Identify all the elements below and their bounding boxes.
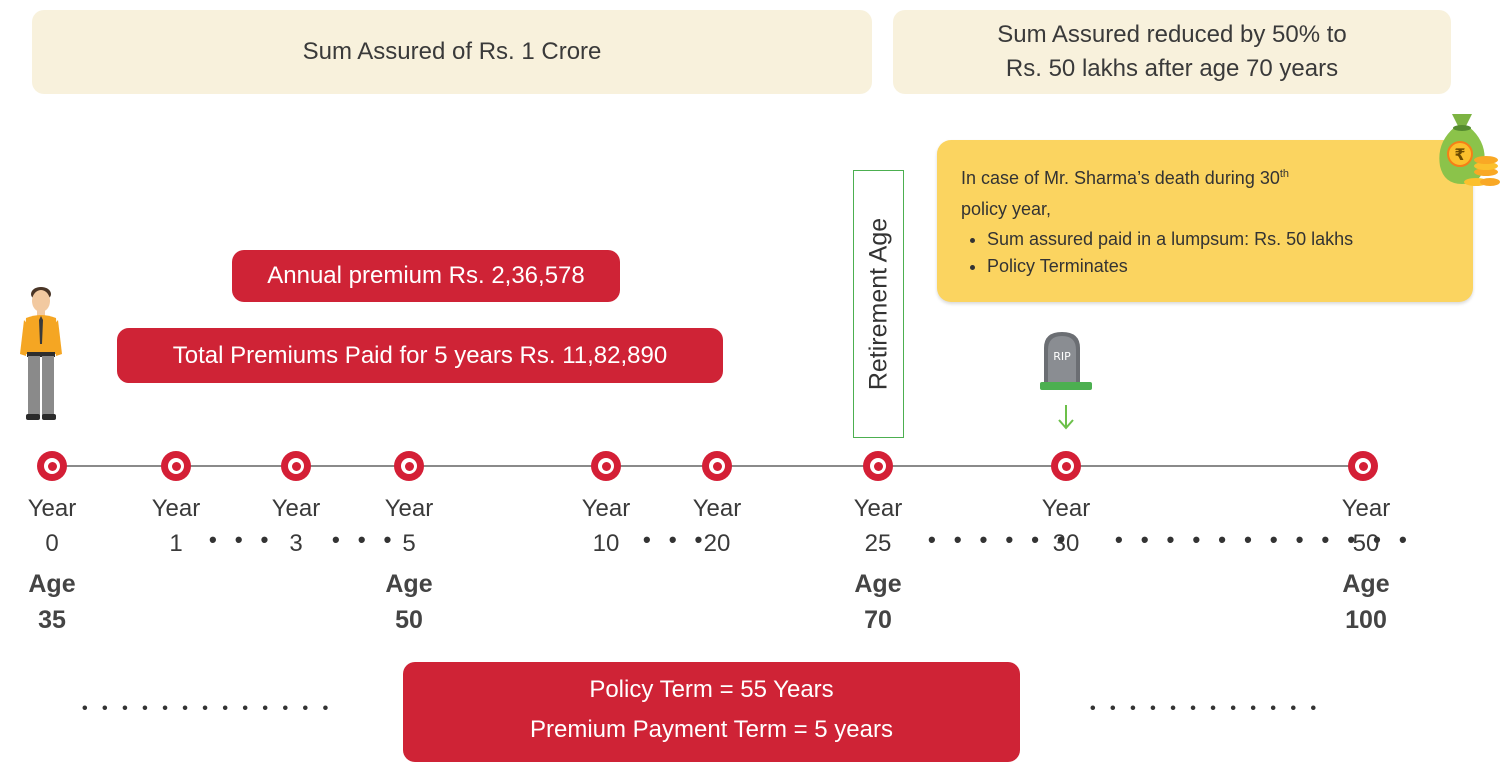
age-word: Age xyxy=(28,570,76,598)
callout-line-1-text: In case of Mr. Sharma’s death during 30 xyxy=(961,168,1280,188)
death-scenario-callout: In case of Mr. Sharma’s death during 30t… xyxy=(937,140,1473,302)
year-word: Year xyxy=(853,495,903,522)
timeline-marker xyxy=(1051,451,1081,481)
year-word: Year xyxy=(384,495,434,522)
reduced-line-2: Rs. 50 lakhs after age 70 years xyxy=(1005,55,1339,82)
gap-dots: • • • xyxy=(643,527,709,552)
age-word: Age xyxy=(854,570,902,598)
callout-bullets: Sum assured paid in a lumpsum: Rs. 50 la… xyxy=(937,226,1473,280)
premium-payment-term-text: Premium Payment Term = 5 years xyxy=(529,716,893,743)
gap-dots: • • • xyxy=(209,527,275,552)
year-number: 0 xyxy=(45,530,59,557)
year-number: 30 xyxy=(1052,530,1080,557)
retirement-age-box: Retirement Age xyxy=(853,170,904,438)
year-word: Year xyxy=(271,495,321,522)
year-number: 10 xyxy=(592,530,620,557)
year-number: 50 xyxy=(1352,530,1380,557)
age-number: 35 xyxy=(38,606,66,634)
timeline-marker xyxy=(161,451,191,481)
age-number: 70 xyxy=(864,606,892,634)
timeline-marker xyxy=(591,451,621,481)
year-number: 25 xyxy=(864,530,892,557)
annual-premium-badge: Annual premium Rs. 2,36,578 xyxy=(232,250,620,302)
timeline-marker xyxy=(394,451,424,481)
gap-dots: • • • • • • xyxy=(928,527,1071,552)
sum-assured-text: Sum Assured of Rs. 1 Crore xyxy=(302,38,602,65)
age-word: Age xyxy=(385,570,433,598)
callout-line-2: policy year, xyxy=(961,199,1052,219)
callout-line-1: In case of Mr. Sharma’s death during 30t… xyxy=(961,168,1473,189)
year-word: Year xyxy=(692,495,742,522)
total-premium-badge: Total Premiums Paid for 5 years Rs. 11,8… xyxy=(117,328,723,383)
timeline-marker xyxy=(863,451,893,481)
sum-assured-banner: Sum Assured of Rs. 1 Crore xyxy=(32,10,872,94)
callout-bullet: Sum assured paid in a lumpsum: Rs. 50 la… xyxy=(987,226,1473,253)
gap-dots: • • • • • • • • • • • • xyxy=(1115,527,1413,552)
arrow-down-icon xyxy=(1058,405,1074,430)
gap-dots: • • • xyxy=(332,527,398,552)
age-number: 100 xyxy=(1345,606,1387,634)
year-number: 3 xyxy=(289,530,303,557)
year-word: Year xyxy=(151,495,201,522)
retirement-age-label: Retirement Age xyxy=(864,217,892,391)
reduced-line-1: Sum Assured reduced by 50% to xyxy=(997,21,1347,48)
sum-assured-reduced-banner: Sum Assured reduced by 50% to Rs. 50 lak… xyxy=(893,10,1451,94)
money-bag-icon: ₹ xyxy=(1439,114,1500,186)
total-premium-text: Total Premiums Paid for 5 years Rs. 11,8… xyxy=(172,341,668,369)
callout-bullet: Policy Terminates xyxy=(987,253,1473,280)
footer-dots-left: • • • • • • • • • • • • • xyxy=(82,700,334,717)
tombstone-text: RIP xyxy=(1053,350,1071,363)
person-icon xyxy=(20,287,62,420)
year-number: 20 xyxy=(703,530,731,557)
annual-premium-text: Annual premium Rs. 2,36,578 xyxy=(267,262,585,289)
policy-term-text: Policy Term = 55 Years xyxy=(589,676,834,703)
age-word: Age xyxy=(1342,570,1390,598)
footer-dots-right: • • • • • • • • • • • • xyxy=(1090,700,1322,717)
year-word: Year xyxy=(1041,495,1091,522)
policy-terms-badge: Policy Term = 55 Years Premium Payment T… xyxy=(403,662,1020,762)
timeline-marker xyxy=(1348,451,1378,481)
timeline-marker xyxy=(37,451,67,481)
year-word: Year xyxy=(1341,495,1391,522)
timeline-marker xyxy=(702,451,732,481)
year-word: Year xyxy=(581,495,631,522)
rupee-symbol: ₹ xyxy=(1454,145,1465,164)
year-number: 1 xyxy=(169,530,183,557)
year-word: Year xyxy=(27,495,77,522)
tombstone-icon: RIP xyxy=(1040,332,1092,390)
callout-superscript: th xyxy=(1279,168,1290,180)
year-number: 5 xyxy=(402,530,416,557)
timeline-marker xyxy=(281,451,311,481)
age-number: 50 xyxy=(395,606,423,634)
